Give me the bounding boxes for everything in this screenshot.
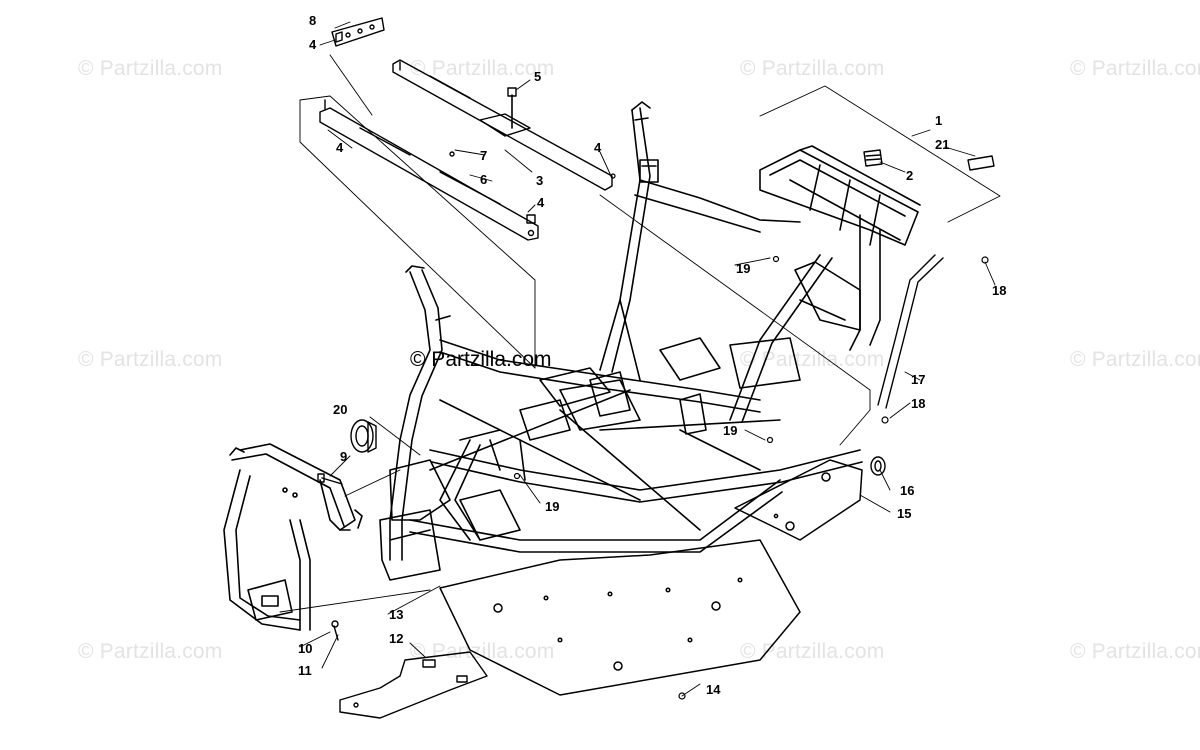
- fasteners: [513, 173, 989, 700]
- rail-6: [319, 99, 539, 241]
- callout-1: 1: [935, 113, 943, 128]
- watermark: © Partzilla.com: [78, 640, 223, 663]
- watermark: © Partzilla.com: [740, 57, 885, 80]
- watermark: © Partzilla.com: [740, 348, 885, 371]
- watermark: © Partzilla.com: [1070, 640, 1200, 663]
- callout-4: 4: [336, 140, 344, 155]
- callout-11: 11: [298, 663, 312, 678]
- callout-5: 5: [534, 69, 542, 84]
- side-panel-15: [734, 459, 863, 541]
- callout-20: 20: [333, 402, 348, 417]
- watermark: © Partzilla.com: [1070, 57, 1200, 80]
- callout-12: 12: [389, 631, 404, 646]
- main-frame: [379, 101, 921, 581]
- callout-21: 21: [935, 137, 950, 152]
- callout-8: 8: [309, 13, 317, 28]
- callout-18: 18: [911, 396, 926, 411]
- bracket-2: [863, 149, 883, 167]
- callout-9: 9: [340, 449, 348, 464]
- callout-13: 13: [389, 607, 404, 622]
- grommet-16: [870, 456, 886, 476]
- callout-14: 14: [706, 682, 721, 697]
- callout-7: 7: [480, 148, 488, 163]
- front-bumper-10: [223, 443, 363, 631]
- rail-3: [392, 59, 613, 191]
- skid-plate-12: [339, 651, 488, 719]
- callout-15: 15: [897, 506, 912, 521]
- callout-4: 4: [537, 195, 545, 210]
- callout-10: 10: [298, 641, 313, 656]
- watermark: © Partzilla.com: [78, 57, 223, 80]
- callout-4: 4: [594, 140, 602, 155]
- callout-17: 17: [911, 372, 926, 387]
- callout-3: 3: [536, 173, 544, 188]
- clip-21: [967, 155, 995, 171]
- callout-6: 6: [480, 172, 488, 187]
- callout-18: 18: [992, 283, 1007, 298]
- watermark: © Partzilla.com: [410, 640, 555, 663]
- bracket-8: [331, 17, 385, 47]
- side-bar-17: [877, 254, 944, 409]
- callout-4: 4: [309, 37, 317, 52]
- leader-lines: [279, 21, 1001, 697]
- callout-2: 2: [906, 168, 914, 183]
- horn-20: [350, 419, 377, 453]
- watermark: © Partzilla.com: [740, 640, 885, 663]
- watermark: © Partzilla.com: [410, 57, 555, 80]
- callout-19: 19: [736, 261, 751, 276]
- watermark: © Partzilla.com: [78, 348, 223, 371]
- callout-19: 19: [545, 499, 560, 514]
- watermark-center: © Partzilla.com: [410, 348, 552, 371]
- callout-19: 19: [723, 423, 738, 438]
- floor-pan-13: [439, 539, 801, 696]
- watermark: © Partzilla.com: [1070, 348, 1200, 371]
- callout-16: 16: [900, 483, 915, 498]
- bolt-11: [331, 620, 339, 641]
